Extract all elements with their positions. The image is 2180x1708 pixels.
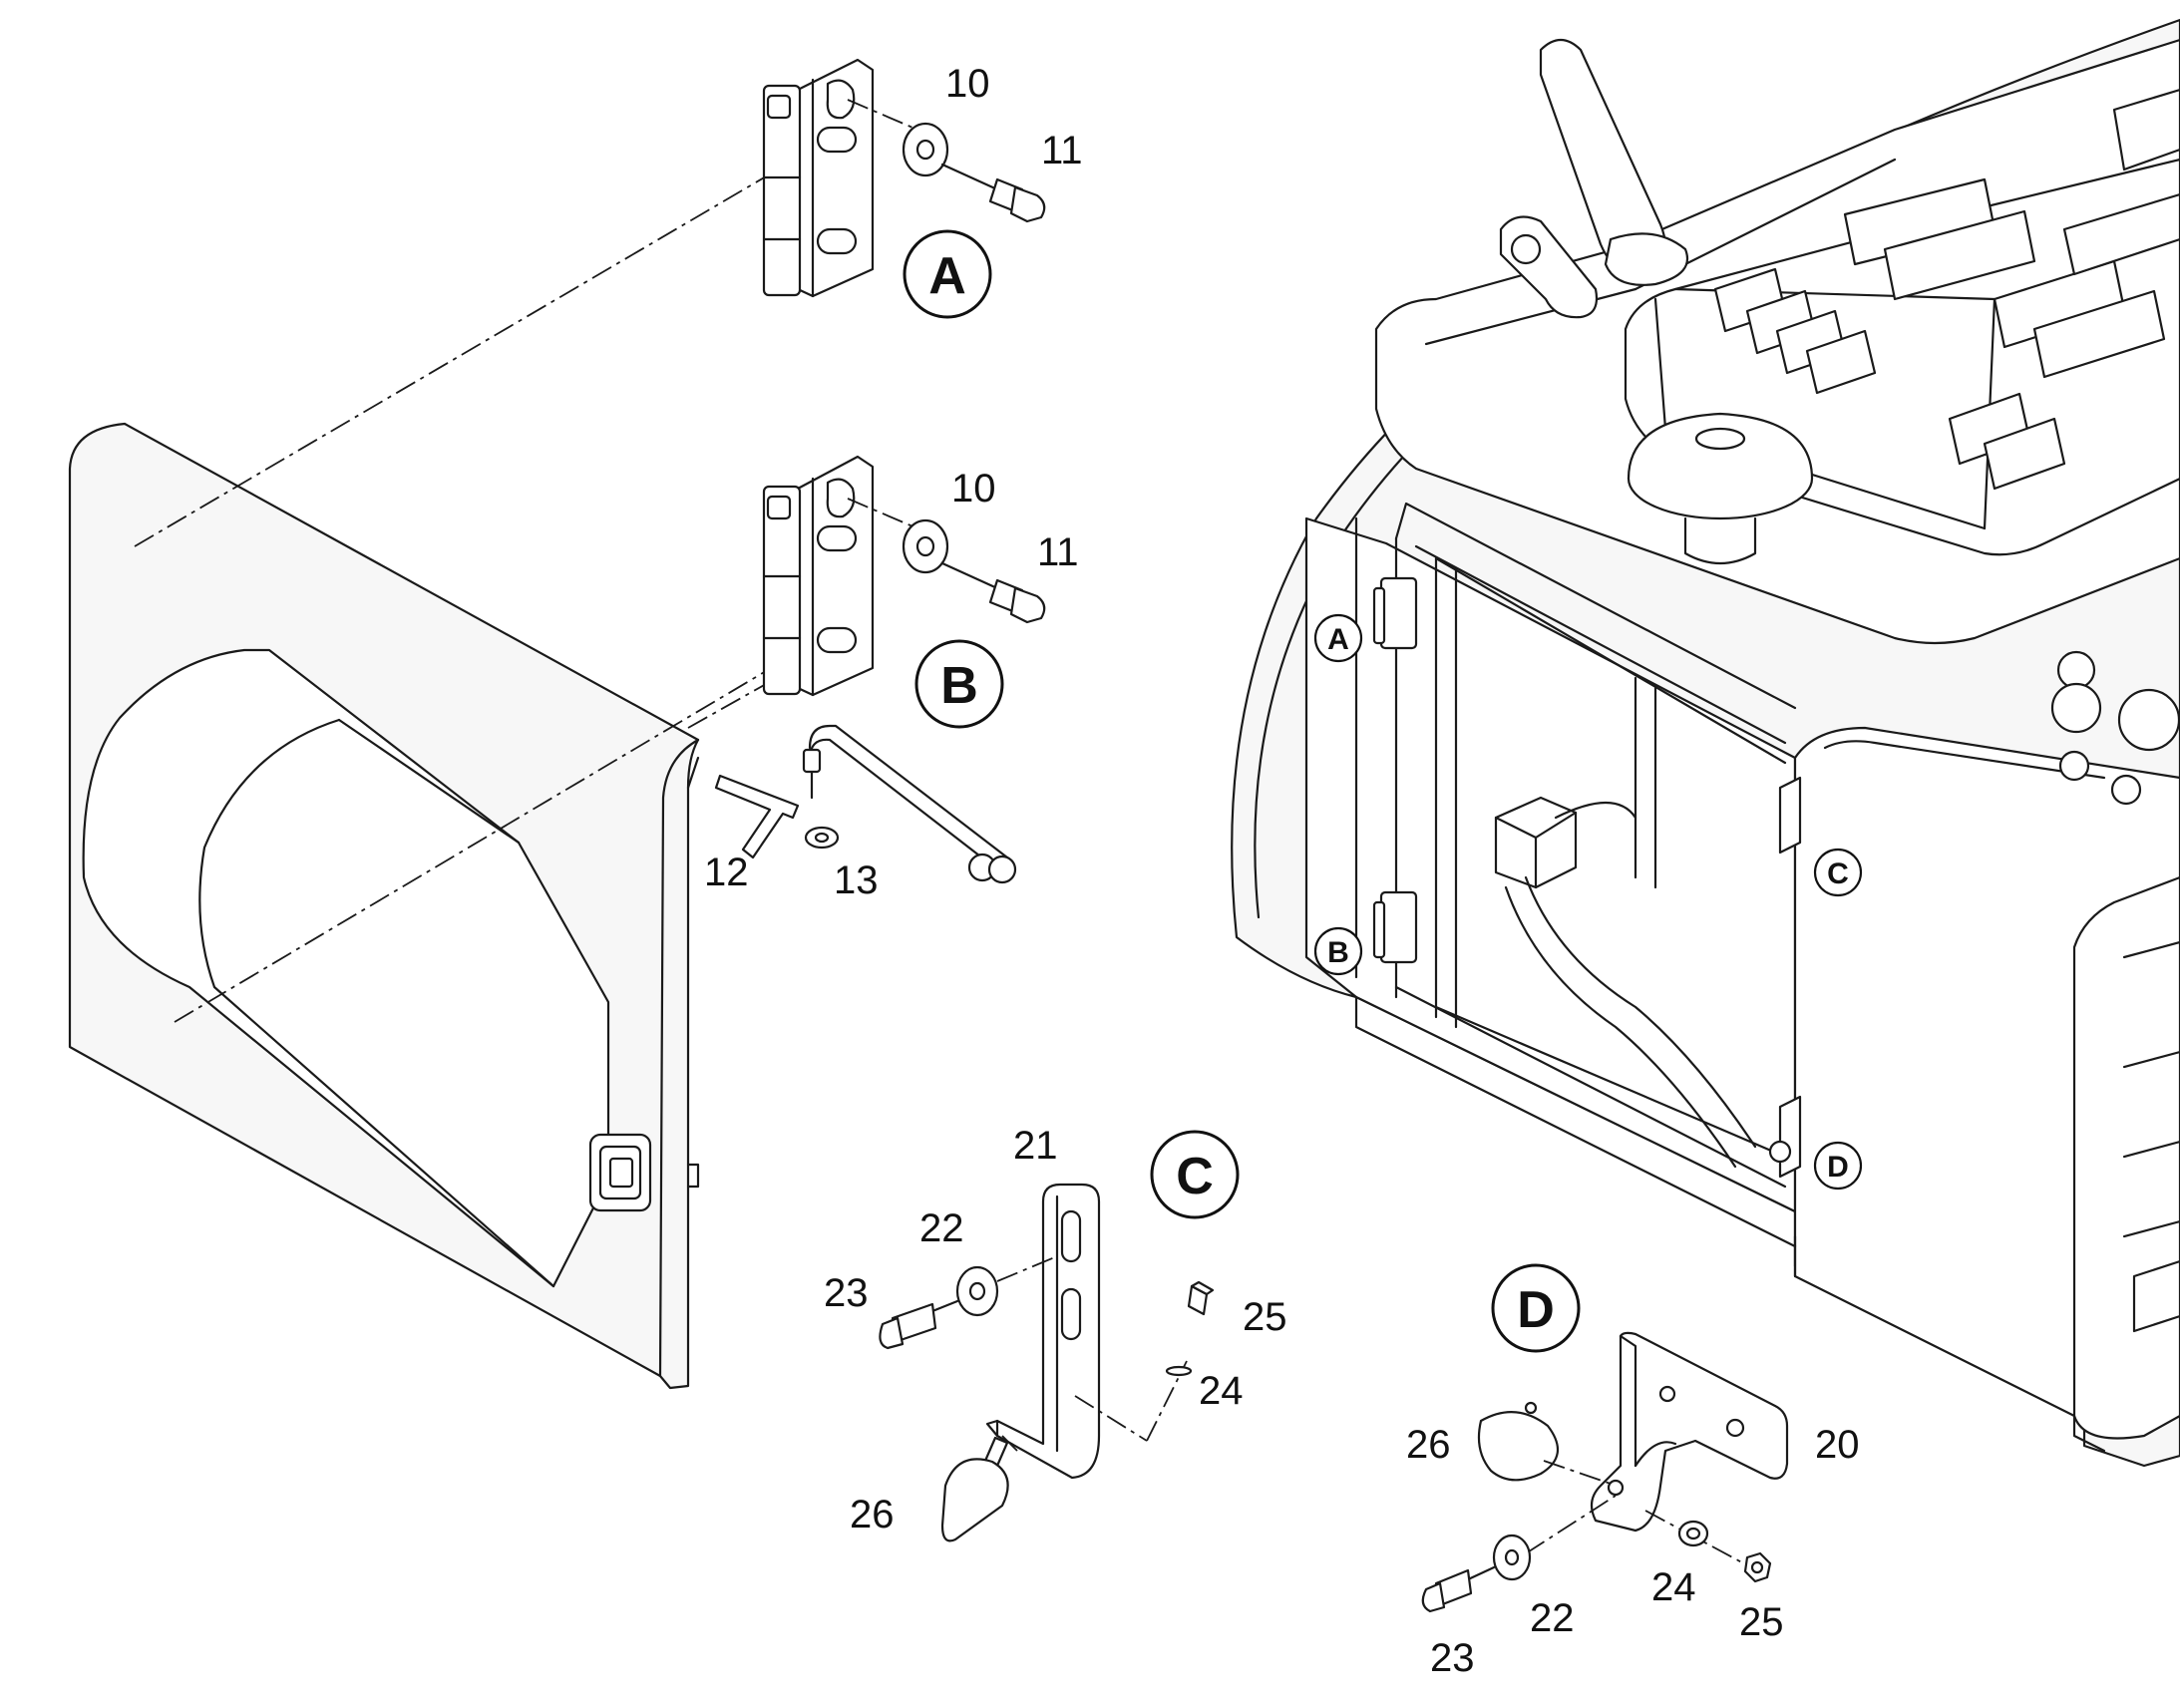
body-badge-d: D	[1813, 1141, 1863, 1191]
detail-c-fasteners	[879, 1255, 1215, 1442]
detail-label-b: B	[940, 657, 978, 715]
callout-c-bolt: 23	[824, 1271, 869, 1315]
detail-d-fasteners	[1421, 1495, 1772, 1613]
svg-text:A: A	[1327, 623, 1349, 656]
callout-c-bumper: 26	[850, 1493, 895, 1537]
callout-d-bumper: 26	[1406, 1423, 1451, 1467]
body-badge-b: B	[1313, 926, 1363, 976]
detail-d-badge: D	[1491, 1263, 1581, 1353]
svg-text:B: B	[1327, 936, 1349, 969]
detail-b-badge: B	[914, 639, 1004, 729]
callout-d-lockwasher: 24	[1651, 1565, 1696, 1609]
detail-b-pin-assembly	[714, 724, 1017, 884]
callout-b-pin: 12	[704, 851, 749, 894]
svg-text:D: D	[1827, 1151, 1849, 1184]
callout-b-ring: 13	[834, 858, 879, 902]
callout-d-bracket: 20	[1815, 1423, 1860, 1467]
callout-a-washer: 10	[945, 62, 990, 106]
callout-c-bracket: 21	[1013, 1124, 1058, 1168]
callout-b-bolt: 11	[1037, 530, 1079, 574]
callout-d-nut: 25	[1739, 1600, 1784, 1644]
callout-b-washer: 10	[951, 467, 996, 511]
detail-label-d: D	[1517, 1281, 1555, 1339]
body-badge-c: C	[1813, 848, 1863, 897]
callout-d-washer: 22	[1530, 1596, 1575, 1640]
detail-a-hinge	[762, 58, 1046, 298]
detail-d-bracket	[1590, 1331, 1789, 1533]
detail-c-badge: C	[1150, 1130, 1240, 1219]
callout-c-washer: 22	[919, 1206, 964, 1250]
detail-c-bumper	[940, 1435, 1018, 1542]
callout-c-lockwasher: 24	[1199, 1369, 1244, 1413]
detail-d-bumper	[1477, 1401, 1612, 1485]
detail-c-bracket	[985, 1183, 1101, 1480]
door-panel	[68, 422, 700, 1390]
callout-a-bolt: 11	[1041, 129, 1083, 172]
body-badge-a: A	[1313, 613, 1363, 663]
callout-d-bolt: 23	[1430, 1636, 1475, 1680]
detail-label-a: A	[928, 247, 966, 305]
door-latch	[588, 1133, 700, 1212]
callout-c-nut: 25	[1243, 1295, 1287, 1339]
detail-a-badge: A	[903, 229, 992, 319]
detail-label-c: C	[1176, 1148, 1214, 1205]
detail-b-hinge	[762, 455, 1046, 697]
svg-text:C: C	[1827, 857, 1849, 890]
machine-body	[1231, 18, 2180, 1468]
